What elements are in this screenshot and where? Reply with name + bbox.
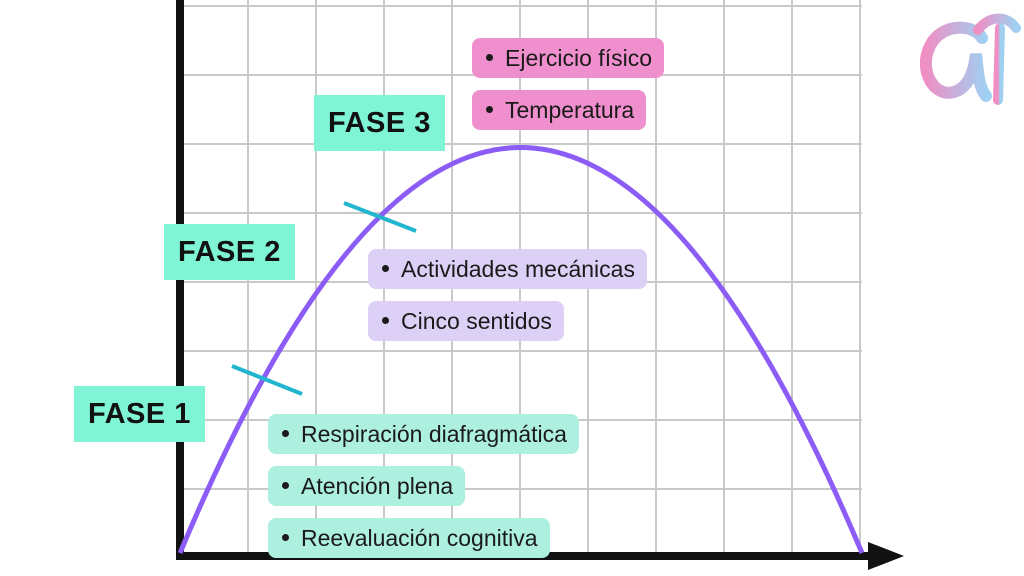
phase1-item-label: Respiración diafragmática xyxy=(301,421,567,447)
bullet-icon xyxy=(486,54,493,62)
phase2-item-label: Actividades mecánicas xyxy=(401,256,635,282)
bullet-icon xyxy=(382,265,389,273)
bullet-icon xyxy=(486,106,493,114)
phase1-item: Reevaluación cognitiva xyxy=(268,518,550,558)
phase3-item-label: Ejercicio físico xyxy=(505,45,652,71)
phase-boundary-tick-2 xyxy=(343,201,417,233)
bullet-icon xyxy=(382,317,389,325)
phase-boundary-tick-1 xyxy=(231,364,303,396)
phase-label-2: FASE 2 xyxy=(164,224,295,280)
bullet-icon xyxy=(282,482,289,490)
phase1-item: Atención plena xyxy=(268,466,466,506)
bullet-icon xyxy=(282,430,289,438)
phase3-item-label: Temperatura xyxy=(505,97,635,123)
phase3-item: Ejercicio físico xyxy=(472,38,664,78)
phase2-item: Cinco sentidos xyxy=(368,301,564,341)
phase-label-1: FASE 1 xyxy=(74,386,205,442)
bell-curve xyxy=(177,145,865,554)
phase3-item: Temperatura xyxy=(472,90,647,130)
phase-label-3: FASE 3 xyxy=(314,95,445,151)
phase1-item: Respiración diafragmática xyxy=(268,414,579,454)
x-axis-arrowhead xyxy=(868,542,904,570)
phase2-item-label: Cinco sentidos xyxy=(401,308,552,334)
phase1-item-label: Reevaluación cognitiva xyxy=(301,525,538,551)
phase1-item-label: Atención plena xyxy=(301,473,454,499)
ar-monogram-icon xyxy=(919,13,1021,105)
phase2-item: Actividades mecánicas xyxy=(368,249,647,289)
bullet-icon xyxy=(282,534,289,542)
